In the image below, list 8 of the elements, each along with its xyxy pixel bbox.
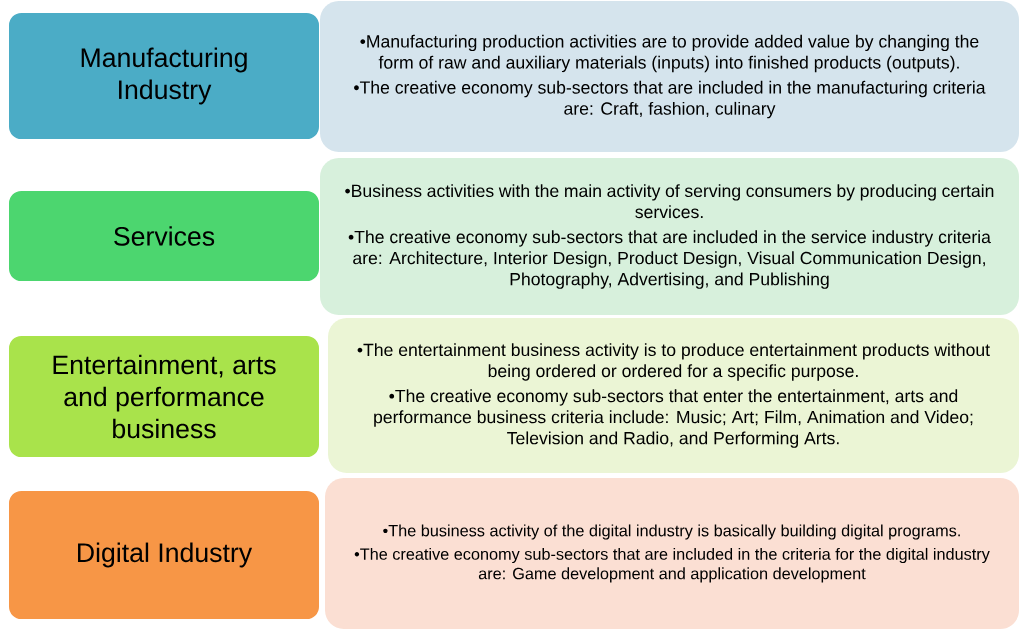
description-panel: •The entertainment business activity is to produce entertainment products without being ordered or ordered for a specific purpose. •The creative economy sub-sectors that enter the entertainment, arts and performance business criteria include: Music; Art; Film, Animation and Video; Television and Radio, and Performing Arts. (328, 318, 1019, 473)
category-box: Manufacturing Industry (7, 11, 321, 141)
description-panel: •Business activities with the main activity of serving consumers by producing certain services. •The creative economy sub-sectors that are included in the service industry criteria are: Architecture, Interior Design, Product Design, Visual Communication Design, Photography, Advertising, and Publishing (320, 158, 1019, 315)
category-box: Services (7, 189, 321, 283)
category-box: Digital Industry (7, 489, 321, 621)
description-panel: •The business activity of the digital industry is basically building digital programs. •The creative economy sub-sectors that are included in the criteria for the digital industry are: Game development and application development (325, 478, 1019, 629)
description-panel: •Manufacturing production activities are to provide added value by changing the form of raw and auxiliary materials (inputs) into finished products (outputs). •The creative economy sub-sectors that are included in the manufacturing criteria are: Craft, fashion, culinary (320, 1, 1019, 152)
category-box: Entertainment, arts and performance business (7, 334, 321, 459)
